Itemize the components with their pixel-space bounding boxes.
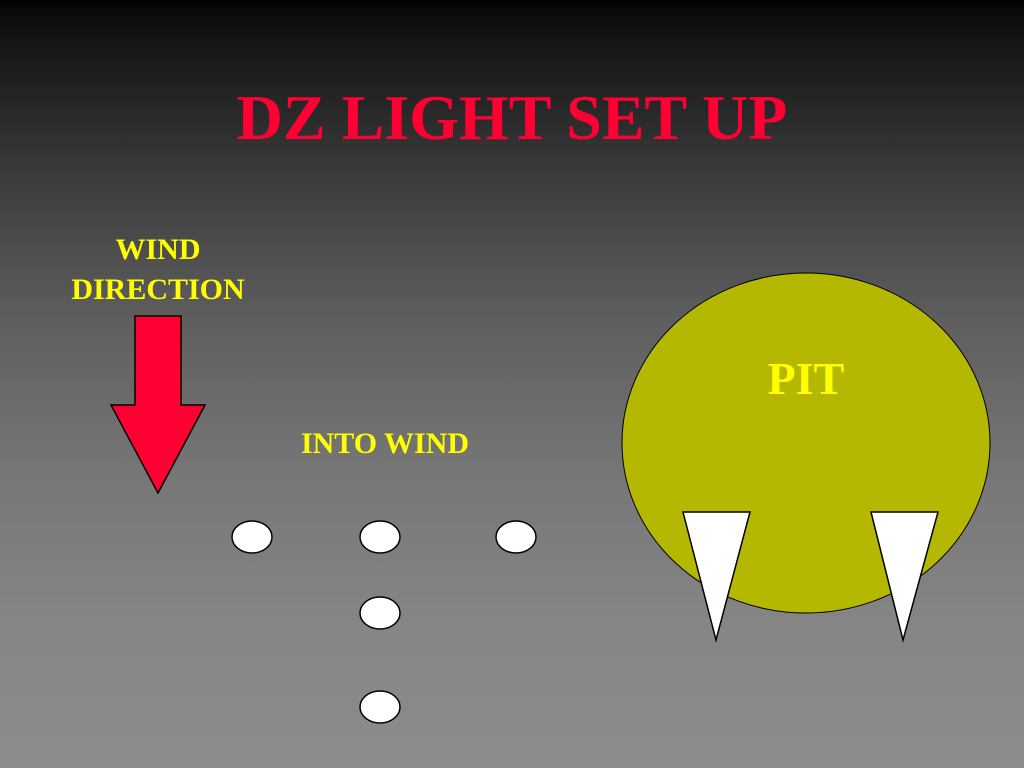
page-title: DZ LIGHT SET UP <box>236 82 788 153</box>
into-wind-label: INTO WIND <box>300 427 470 460</box>
wind-label-line2: DIRECTION <box>71 273 245 306</box>
dz-light-center <box>359 520 401 554</box>
pit-circle <box>621 272 991 614</box>
pit-flare-left <box>682 511 751 643</box>
wind-label-line1: WIND <box>115 233 201 266</box>
down-arrow-icon <box>109 315 207 495</box>
dz-light-left <box>231 520 273 554</box>
pit-label: PIT <box>767 353 845 404</box>
dz-light-right <box>495 520 537 554</box>
pit-flare-right <box>870 511 939 643</box>
dz-light-stem-2 <box>359 690 401 724</box>
wind-direction-label: WIND DIRECTION <box>40 230 276 310</box>
dz-light-stem-1 <box>359 596 401 630</box>
